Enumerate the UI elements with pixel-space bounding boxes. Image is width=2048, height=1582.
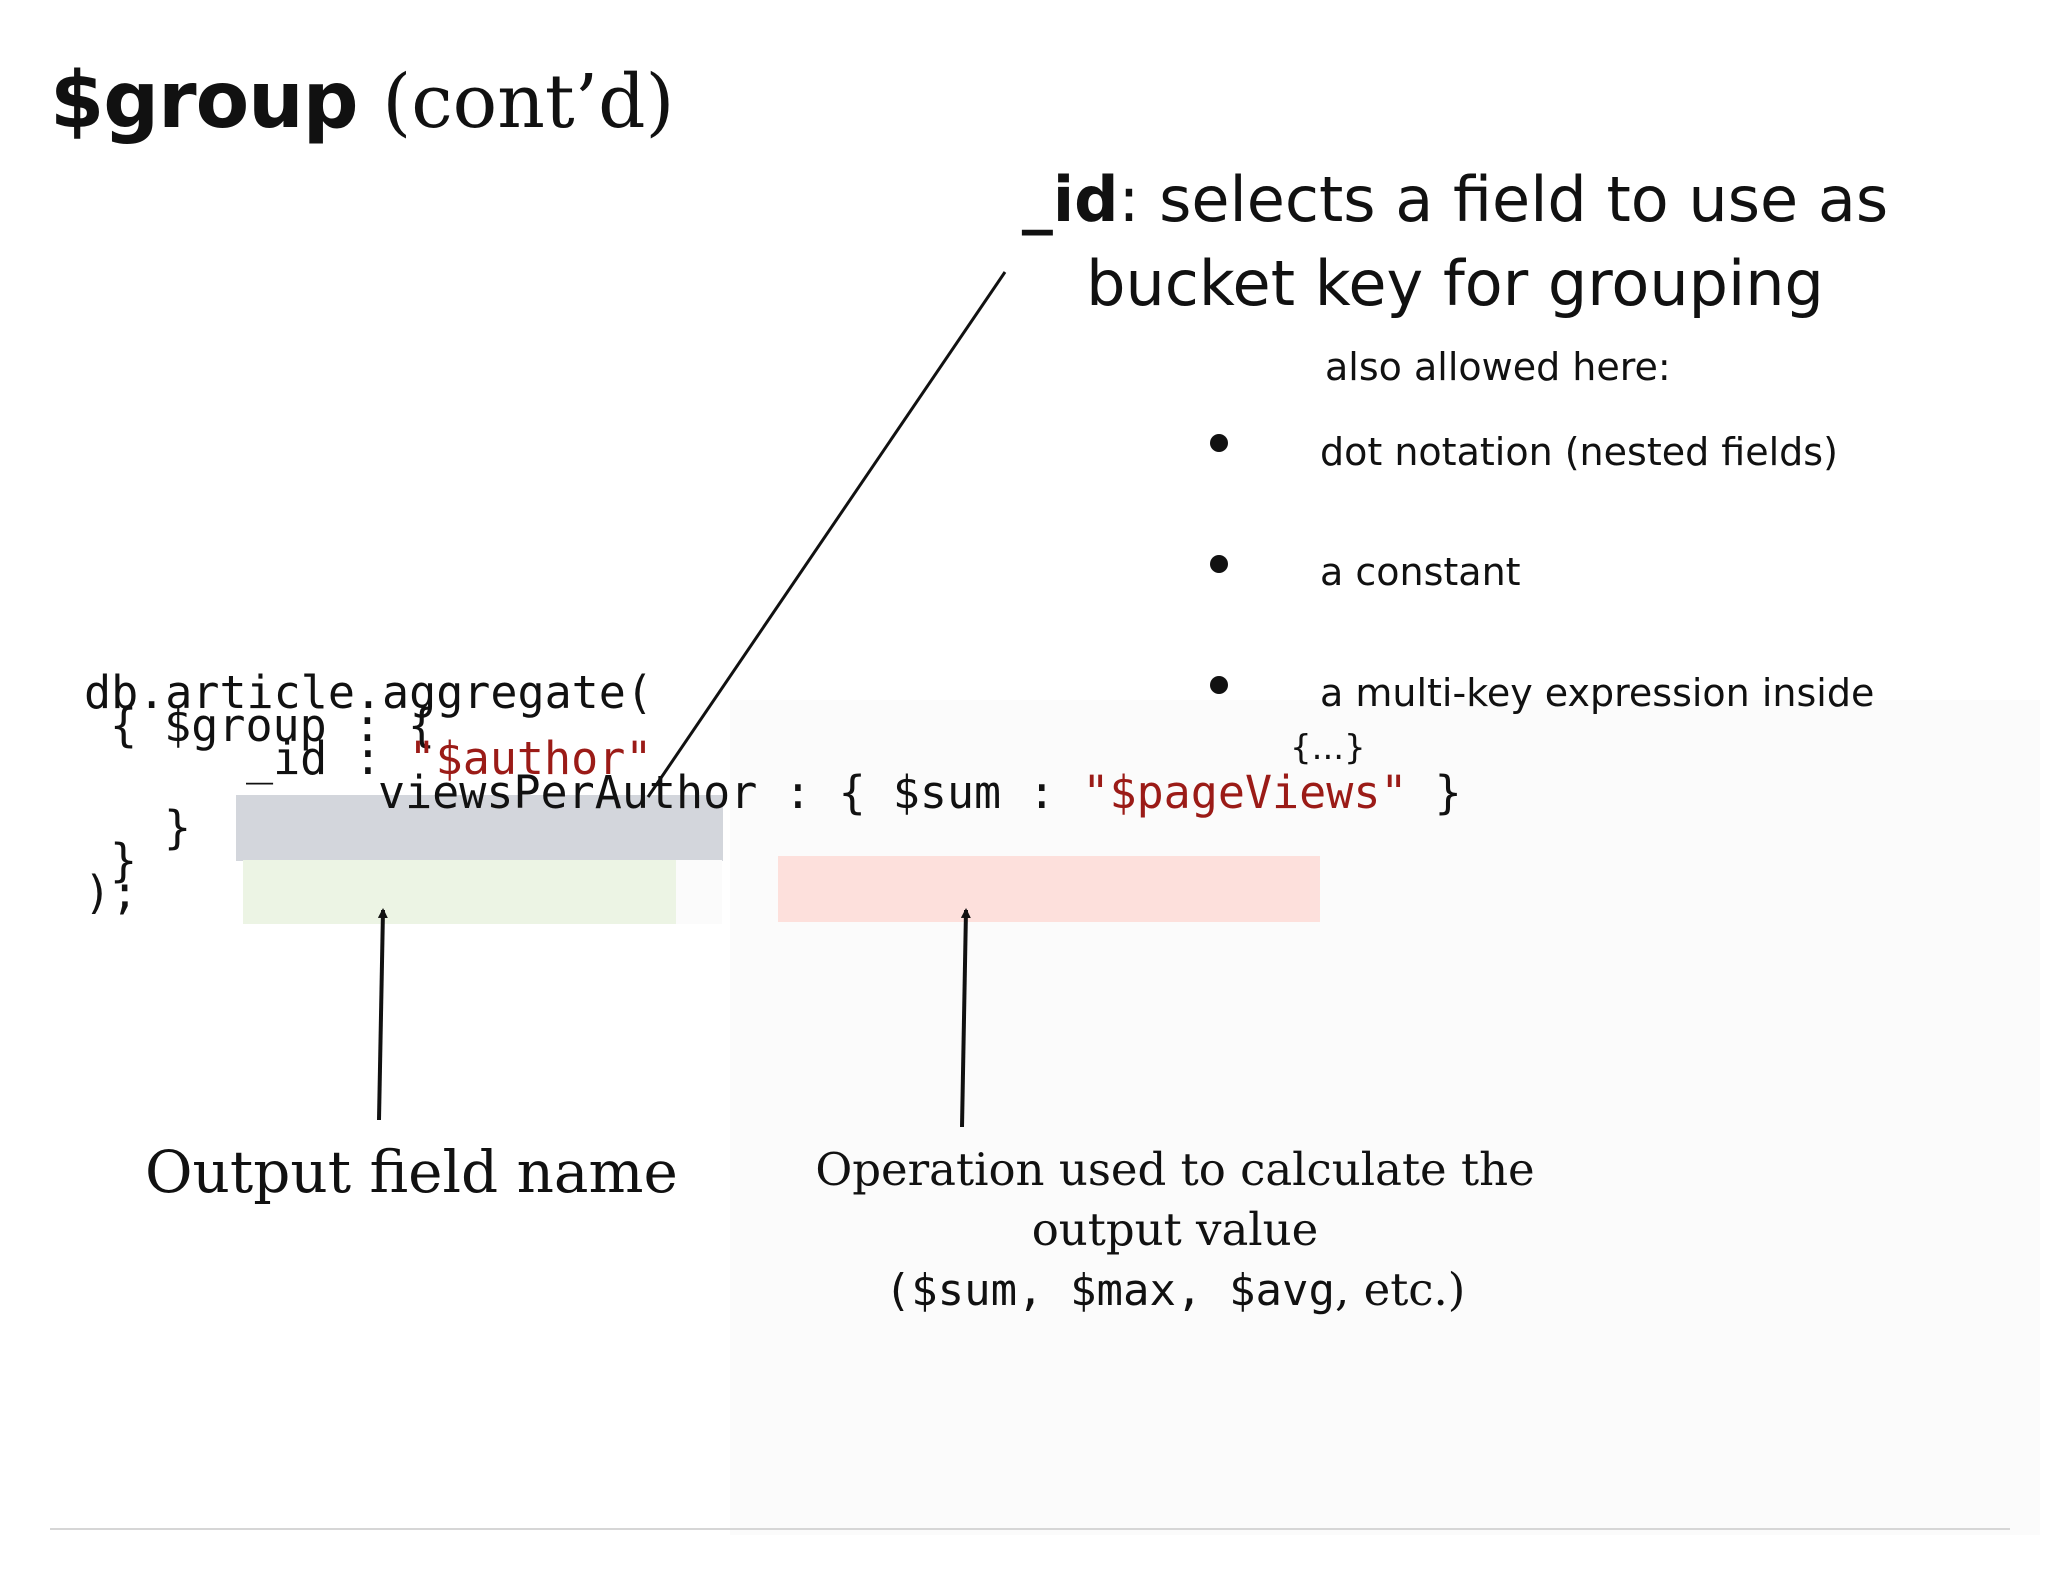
allowed-item-dot-notation: dot notation (nested fields)	[1320, 430, 1838, 474]
id-callout-text-1: : selects a field to use as	[1118, 163, 1889, 236]
code-line-4: viewsPerAuthor : { $sum : "$pageViews" }	[378, 770, 1462, 815]
code-line-3: _id : "$author"	[246, 736, 652, 781]
id-callout: _id: selects a field to use as bucket ke…	[995, 158, 1915, 326]
footer-divider	[50, 1528, 2010, 1530]
id-pointer-line	[646, 271, 1007, 798]
highlight-output-field	[236, 795, 723, 861]
operation-label-line-2: output value	[1031, 1203, 1319, 1256]
code-views-key: viewsPerAuthor : { $sum :	[378, 766, 1083, 819]
code-views-value: "$pageViews"	[1082, 766, 1408, 819]
highlight-output-field-green	[243, 860, 676, 924]
slide-title: $group (cont’d)	[50, 62, 674, 140]
id-callout-text-2: bucket key for grouping	[1086, 247, 1824, 320]
output-field-label: Output field name	[145, 1138, 678, 1206]
bullet-icon	[1210, 555, 1228, 573]
code-id-value: "$author"	[408, 732, 653, 785]
code-line-7: );	[84, 866, 139, 919]
code-views-end: }	[1407, 766, 1462, 819]
highlight-gap	[676, 860, 722, 924]
bullet-icon	[1210, 676, 1228, 694]
operation-label: Operation used to calculate the output v…	[800, 1140, 1550, 1321]
bullet-icon	[1210, 434, 1228, 452]
code-line-5: }	[164, 801, 192, 854]
allowed-heading: also allowed here:	[1325, 345, 1671, 389]
highlight-operation	[778, 856, 1320, 922]
id-callout-label: _id	[1021, 163, 1119, 236]
output-field-arrow	[377, 908, 388, 1121]
code-line-1: db.article.aggregate(	[84, 666, 653, 719]
operation-ops: ($sum, $max, $avg	[884, 1265, 1335, 1316]
title-sub: (cont’d)	[382, 59, 675, 145]
light-background-panel	[730, 700, 2040, 1535]
code-id-key: _id :	[246, 732, 409, 785]
operation-label-line-1: Operation used to calculate the	[815, 1143, 1535, 1196]
operation-tail: , etc.)	[1334, 1263, 1466, 1316]
allowed-item-multi-key: a multi-key expression inside	[1320, 671, 1875, 715]
operation-arrow	[960, 908, 971, 1128]
title-main: $group	[50, 56, 359, 146]
code-line-6: }	[110, 834, 138, 887]
code-line-2: { $group : {	[110, 699, 436, 752]
allowed-item-multi-key-cont: {...}	[1290, 728, 1366, 768]
allowed-item-constant: a constant	[1320, 550, 1521, 594]
